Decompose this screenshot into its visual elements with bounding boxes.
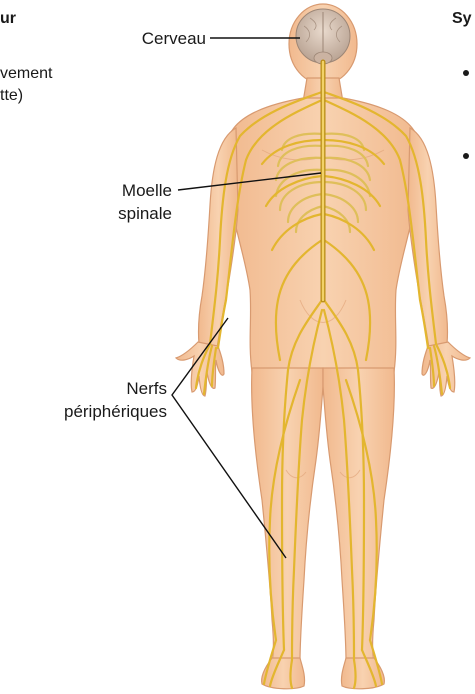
spinal-cord-label-line-2: spinale (118, 204, 172, 223)
brain-illustration (296, 9, 350, 64)
brain-label: Cerveau (142, 29, 206, 48)
peripheral-nerves-label-line-1: Nerfs (126, 379, 167, 398)
peripheral-nerves-label-line-2: périphériques (64, 402, 167, 421)
spinal-cord-label-line-1: Moelle (122, 181, 172, 200)
